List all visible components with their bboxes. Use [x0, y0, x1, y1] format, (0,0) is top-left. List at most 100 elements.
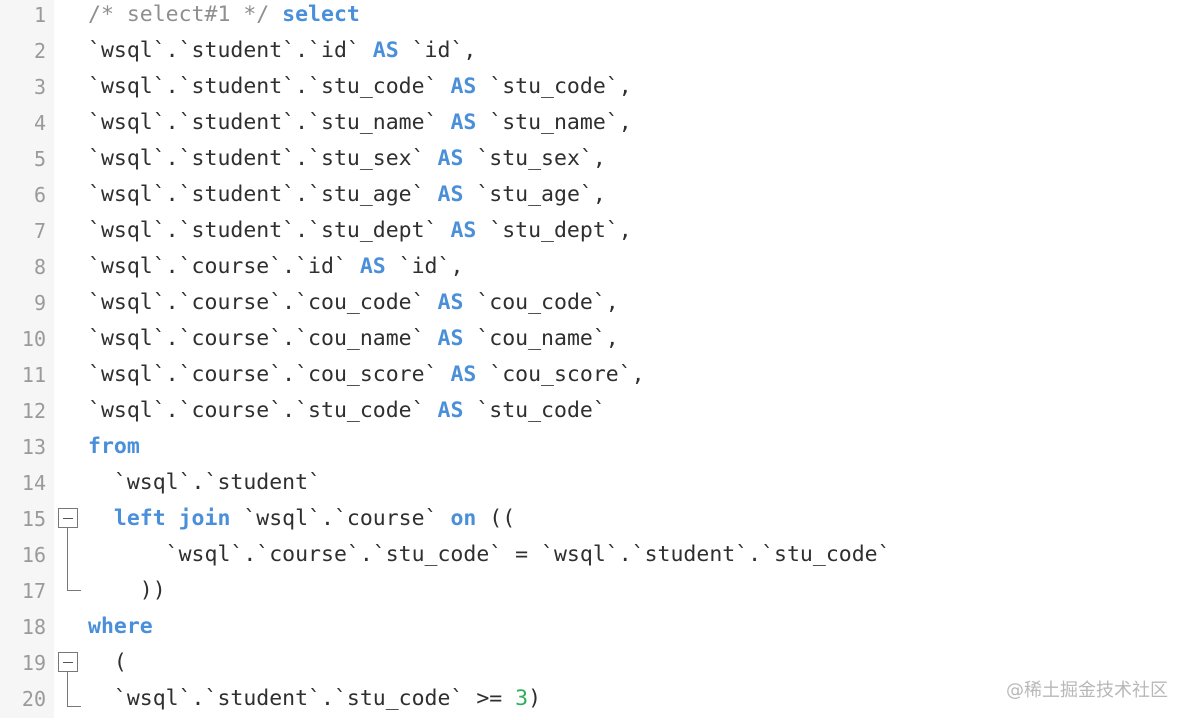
sql-text: (( [476, 506, 516, 531]
line-number: 4 [33, 111, 46, 135]
sql-text: `cou_score`, [476, 362, 645, 387]
sql-keyword: AS [450, 110, 477, 135]
sql-text: `wsql`.`student`.`stu_code` >= [88, 686, 516, 711]
code-line[interactable]: 16 `wsql`.`course`.`stu_code` = `wsql`.`… [0, 540, 1188, 576]
code-line[interactable]: 18 where [0, 612, 1188, 648]
code-line[interactable]: 8 `wsql`.`course`.`id` AS `id`, [0, 252, 1188, 288]
line-number: 2 [33, 39, 46, 63]
sql-keyword: AS [437, 398, 464, 423]
line-number: 8 [33, 255, 46, 279]
code-line[interactable]: 14 `wsql`.`student` [0, 468, 1188, 504]
line-number: 12 [21, 399, 46, 423]
code-text: `wsql`.`course`.`stu_code` AS `stu_code` [88, 396, 606, 426]
code-line[interactable]: 1 /* select#1 */ select [0, 0, 1188, 36]
code-line[interactable]: 19 ( [0, 648, 1188, 684]
code-text: `wsql`.`student`.`stu_name` AS `stu_name… [88, 108, 632, 138]
line-number: 18 [21, 615, 46, 639]
code-line[interactable]: 6 `wsql`.`student`.`stu_age` AS `stu_age`… [0, 180, 1188, 216]
line-number: 1 [33, 3, 46, 27]
code-line[interactable]: 11 `wsql`.`course`.`cou_score` AS `cou_sc… [0, 360, 1188, 396]
sql-text: `wsql`.`student`.`stu_name` [88, 110, 451, 135]
sql-text: `wsql`.`course`.`cou_code` [88, 290, 438, 315]
line-number-gutter [0, 0, 54, 718]
code-text: ( [88, 648, 127, 678]
line-number: 10 [21, 327, 46, 351]
sql-text: `wsql`.`student`.`stu_dept` [88, 218, 451, 243]
fold-toggle-icon[interactable] [58, 652, 78, 672]
line-number: 11 [21, 363, 46, 387]
sql-keyword: AS [450, 74, 477, 99]
line-number: 7 [33, 219, 46, 243]
sql-keyword: AS [372, 38, 399, 63]
sql-text: ( [88, 650, 127, 675]
line-number: 17 [21, 579, 46, 603]
fold-guide-line [67, 672, 68, 706]
code-line[interactable]: 3`wsql`.`student`.`stu_code` AS `stu_cod… [0, 72, 1188, 108]
code-line[interactable]: 7 `wsql`.`student`.`stu_dept` AS `stu_dep… [0, 216, 1188, 252]
line-number: 6 [33, 183, 46, 207]
code-text: `wsql`.`student`.`stu_age` AS `stu_age`, [88, 180, 606, 210]
line-number: 15 [21, 507, 46, 531]
sql-text: `stu_age`, [463, 182, 606, 207]
sql-text: `stu_name`, [476, 110, 632, 135]
code-text: /* select#1 */ select [88, 0, 360, 30]
sql-text [88, 506, 114, 531]
code-text: left join `wsql`.`course` on (( [88, 504, 515, 534]
sql-text: `wsql`.`course`.`id` [88, 254, 360, 279]
code-text: `wsql`.`student`.`stu_dept` AS `stu_dept… [88, 216, 632, 246]
code-text: `wsql`.`course`.`id` AS `id`, [88, 252, 463, 282]
line-number: 20 [21, 687, 46, 711]
sql-comment: /* select#1 */ [88, 2, 283, 27]
code-text: `wsql`.`student`.`stu_sex` AS `stu_sex`, [88, 144, 606, 174]
sql-number: 3 [515, 686, 529, 711]
sql-text: `wsql`.`course`.`stu_code` = `wsql`.`stu… [88, 542, 891, 567]
code-text: `wsql`.`course`.`cou_code` AS `cou_code`… [88, 288, 619, 318]
sql-keyword: AS [359, 254, 386, 279]
sql-text: `wsql`.`student`.`stu_age` [88, 182, 438, 207]
sql-text: `wsql`.`course`.`stu_code` [88, 398, 438, 423]
code-text: `wsql`.`student`.`stu_code` >= 3) [88, 684, 541, 714]
line-number: 16 [21, 543, 46, 567]
line-number: 3 [33, 75, 46, 99]
line-number: 14 [21, 471, 46, 495]
sql-keyword: select [282, 2, 360, 27]
sql-text: `stu_code` [463, 398, 606, 423]
sql-keyword: left join [113, 506, 231, 531]
code-text: )) [88, 576, 166, 606]
sql-text: `id`, [398, 38, 477, 63]
code-line[interactable]: 5`wsql`.`student`.`stu_sex` AS `stu_sex`… [0, 144, 1188, 180]
code-text: `wsql`.`course`.`cou_name` AS `cou_name`… [88, 324, 619, 354]
code-line[interactable]: 2 `wsql`.`student`.`id` AS `id`, [0, 36, 1188, 72]
fold-guide-line [67, 528, 68, 590]
code-text: where [88, 612, 153, 642]
fold-guide-end [67, 590, 81, 591]
sql-keyword: AS [450, 218, 477, 243]
code-line[interactable]: 10 `wsql`.`course`.`cou_name` AS `cou_nam… [0, 324, 1188, 360]
sql-keyword: AS [437, 146, 464, 171]
line-number: 19 [21, 651, 46, 675]
code-line[interactable]: 4 `wsql`.`student`.`stu_name` AS `stu_nam… [0, 108, 1188, 144]
sql-text: `stu_sex`, [463, 146, 606, 171]
sql-text: `wsql`.`course`.`cou_name` [88, 326, 438, 351]
sql-text: `wsql`.`student`.`stu_sex` [88, 146, 438, 171]
line-number: 13 [21, 435, 46, 459]
code-line[interactable]: 20 `wsql`.`student`.`stu_code` >= 3) [0, 684, 1188, 720]
code-line[interactable]: 15 left join `wsql`.`course` on (( [0, 504, 1188, 540]
code-text: `wsql`.`student`.`id` AS `id`, [88, 36, 476, 66]
code-line[interactable]: 9 `wsql`.`course`.`cou_code` AS `cou_code… [0, 288, 1188, 324]
line-number: 9 [33, 291, 46, 315]
sql-text: `id`, [385, 254, 464, 279]
code-text: `wsql`.`student` [88, 468, 321, 498]
sql-text: )) [88, 578, 166, 603]
sql-keyword: AS [450, 362, 477, 387]
code-line[interactable]: 17 )) [0, 576, 1188, 612]
sql-text: `wsql`.`course`.`cou_score` [88, 362, 451, 387]
code-line[interactable]: 12 `wsql`.`course`.`stu_code` AS `stu_cod… [0, 396, 1188, 432]
watermark: @稀土掘金技术社区 [1006, 680, 1168, 701]
code-text: `wsql`.`course`.`cou_score` AS `cou_scor… [88, 360, 645, 390]
sql-text: `wsql`.`student`.`stu_code` [88, 74, 451, 99]
fold-toggle-icon[interactable] [58, 508, 78, 528]
sql-text: `wsql`.`course` [230, 506, 451, 531]
